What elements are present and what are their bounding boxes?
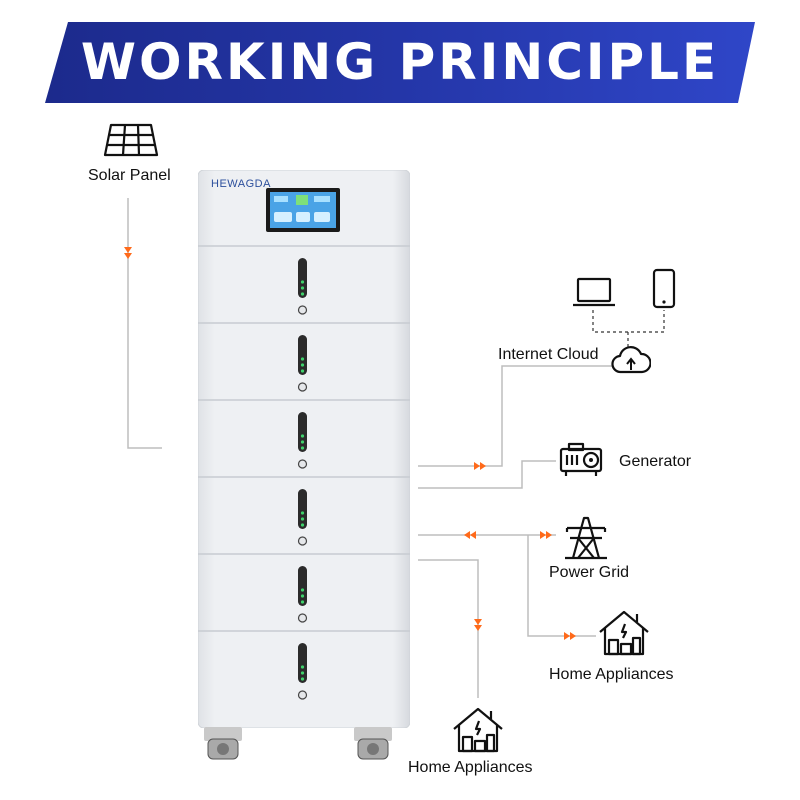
power-grid-label: Power Grid (549, 564, 630, 581)
solar-panel-icon (103, 123, 159, 157)
generator-icon (559, 442, 603, 476)
internet-cloud-label: Internet Cloud (498, 346, 599, 363)
battery-cabinet (198, 170, 410, 728)
cloud-upload-icon (611, 346, 651, 374)
wheel-icon (354, 727, 392, 760)
page-title: WORKING PRINCIPLE (80, 33, 720, 91)
home-appliances-right-label: Home Appliances (549, 666, 674, 683)
brand-logo: HEWAGDA (211, 178, 271, 190)
laptop-icon (573, 277, 615, 307)
solar-panel-label: Solar Panel (88, 167, 171, 184)
transmission-tower-icon (565, 516, 607, 560)
house-appliances-icon (599, 610, 649, 656)
lcd-screen (266, 188, 340, 232)
house-appliances-icon (453, 707, 503, 753)
smartphone-icon (652, 268, 676, 309)
home-appliances-bottom-label: Home Appliances (408, 759, 533, 776)
title-banner (45, 22, 755, 103)
wheel-icon (204, 727, 242, 760)
generator-label: Generator (619, 453, 692, 470)
